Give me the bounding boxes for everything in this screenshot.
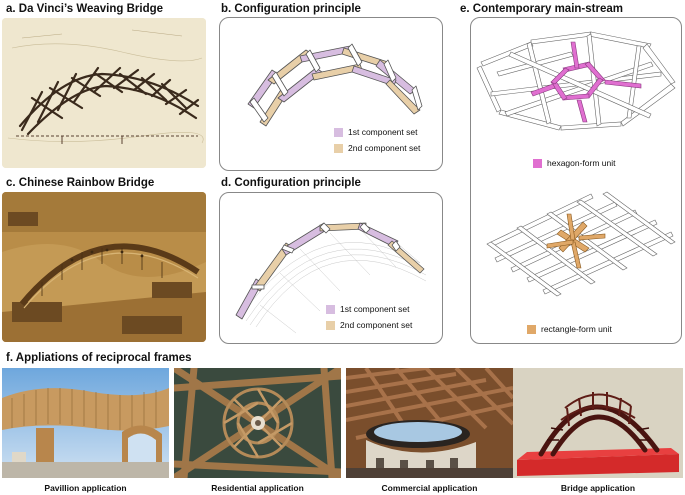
legend-label: 1st component set [340,304,410,314]
panel-b-frame: 1st component set 2nd component set [219,17,443,171]
legend-label: rectangle-form unit [541,324,612,334]
configuration-diagram-b [247,43,423,127]
legend-label: 1st component set [348,127,418,137]
legend-swatch-tan [326,320,335,330]
panel-c-title: c. Chinese Rainbow Bridge [6,177,155,189]
legend-item-2nd-set: 2nd component set [326,320,412,330]
legend-item-rectangle: rectangle-form unit [527,324,612,334]
caption-residential: Residential application [211,483,304,493]
legend-label: 2nd component set [340,320,413,330]
panel-a-title: a. Da Vinci’s Weaving Bridge [6,3,164,15]
residential-photo [174,368,341,478]
commercial-photo [346,368,513,478]
rainbow-bridge-painting [2,192,206,342]
legend-swatch-purple [326,304,335,314]
panel-f-title: f. Appliations of reciprocal frames [6,352,192,364]
legend-item-1st-set: 1st component set [326,304,409,314]
legend-swatch-purple [334,127,343,137]
legend-item-1st-set: 1st component set [334,127,417,137]
pavilion-photo [2,368,169,478]
legend-swatch-hexagon [533,158,542,168]
bridge-model-photo [513,368,683,478]
legend-item-hexagon: hexagon-form unit [533,158,616,168]
panel-d-frame: 1st component set 2nd component set [219,192,443,344]
panel-e-frame: hexagon-form unit rectangle-form unit [470,17,682,344]
hexagon-grid-diagram [476,31,676,131]
panel-d-title: d. Configuration principle [221,177,361,189]
caption-bridge: Bridge application [560,483,636,493]
legend-item-2nd-set: 2nd component set [334,143,420,153]
panel-b-title: b. Configuration principle [221,3,361,15]
rectangle-grid-diagram [486,191,676,297]
legend-swatch-tan [334,143,343,153]
caption-commercial: Commercial application [381,483,478,493]
caption-pavilion: Pavillion application [44,483,127,493]
legend-label: 2nd component set [348,143,421,153]
panel-e-title: e. Contemporary main-stream [460,3,623,15]
legend-label: hexagon-form unit [547,158,616,168]
da-vinci-sketch [2,18,206,168]
legend-swatch-rectangle [527,324,536,334]
configuration-diagram-d [235,222,427,334]
